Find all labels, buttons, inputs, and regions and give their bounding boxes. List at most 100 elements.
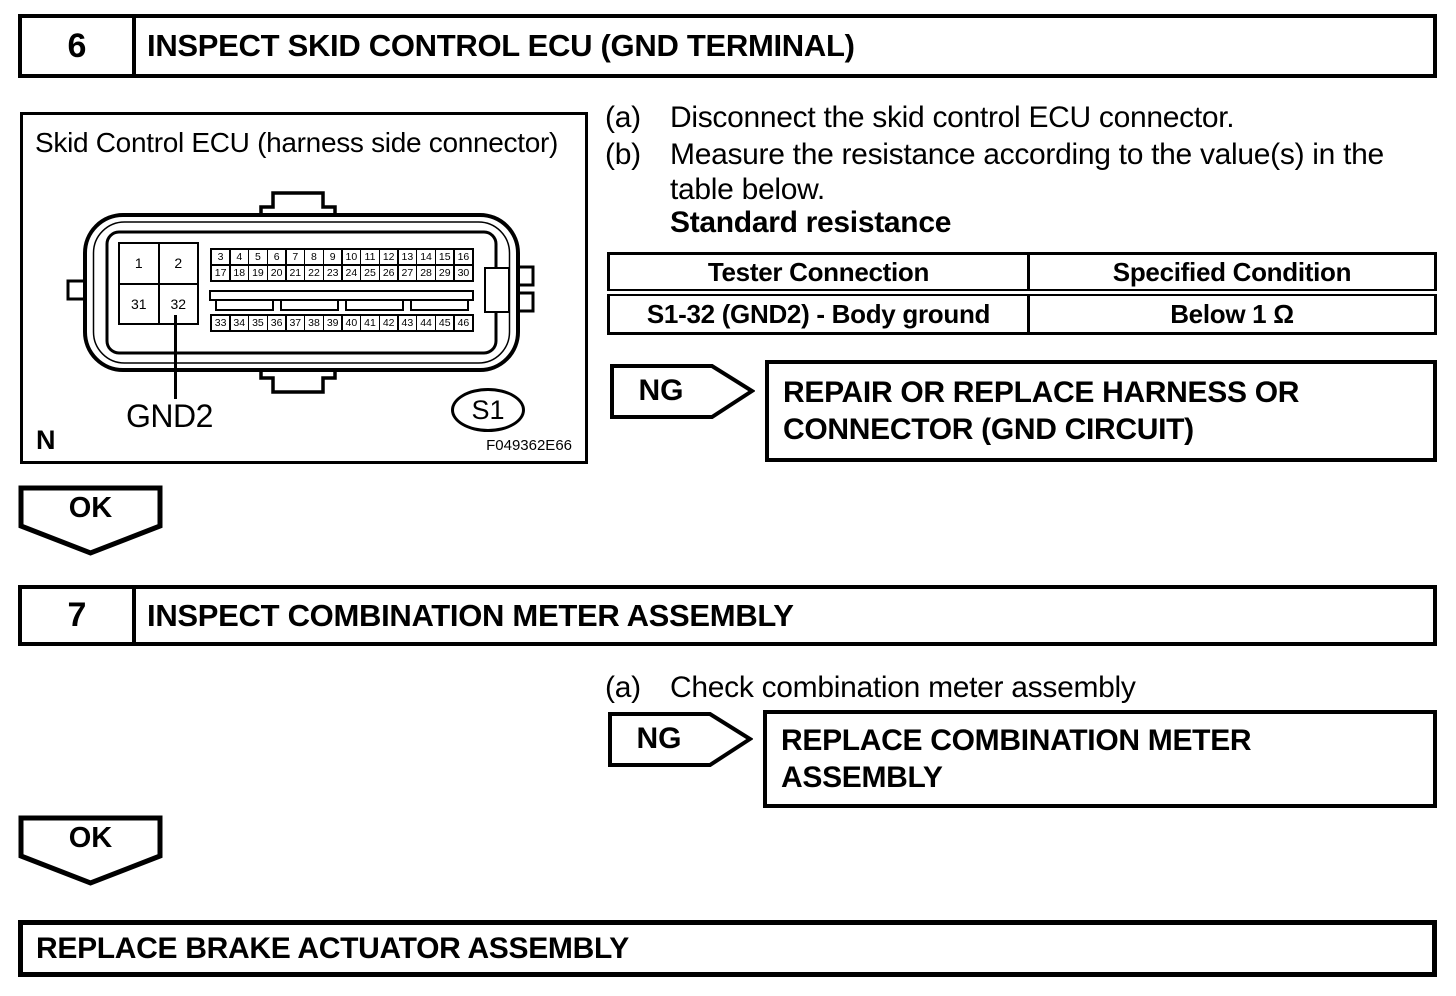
ng-label: NG — [638, 374, 684, 407]
pin-35: 35 — [249, 316, 267, 330]
step7-item-a: (a) Check combination meter assembly — [605, 670, 1136, 705]
pin-24: 24 — [342, 265, 360, 280]
pin-34: 34 — [230, 316, 248, 330]
pin-41: 41 — [361, 316, 379, 330]
step7-title: INSPECT COMBINATION METER ASSEMBLY — [147, 597, 794, 633]
pin-32: 32 — [159, 284, 197, 323]
pin-1: 1 — [120, 244, 158, 283]
pin-19: 19 — [249, 265, 267, 280]
connector-notch — [484, 267, 510, 313]
pin-28: 28 — [417, 265, 435, 280]
ok-label: OK — [68, 492, 113, 524]
pin-17: 17 — [212, 265, 230, 280]
cell-specified-condition: Below 1 Ω — [1027, 291, 1437, 335]
pin-16: 16 — [454, 250, 472, 265]
connector-id-badge: S1 — [451, 388, 525, 432]
ok-arrow-shape — [18, 815, 163, 886]
list-marker: (a) — [605, 671, 641, 704]
pin-27: 27 — [398, 265, 416, 280]
col-header-tester-connection: Tester Connection — [607, 252, 1030, 296]
resistance-spec-table: Tester Connection Specified Condition S1… — [607, 252, 1437, 335]
connector-slot-key-3 — [345, 299, 404, 311]
standard-resistance-heading: Standard resistance — [670, 206, 952, 239]
connector-right-tab-2 — [518, 291, 535, 313]
col-header-specified-condition: Specified Condition — [1027, 252, 1437, 296]
figure-code: F049362E66 — [486, 437, 572, 454]
instruction-text: Measure the resistance according to the … — [670, 138, 1384, 206]
list-marker: (a) — [605, 101, 641, 134]
connector-slot-key-2 — [280, 299, 339, 311]
pin-7: 7 — [286, 250, 304, 265]
ng-label: NG — [636, 722, 682, 755]
final-action-box: REPLACE BRAKE ACTUATOR ASSEMBLY — [18, 920, 1437, 977]
pin-8: 8 — [305, 250, 323, 265]
connector-top-tab — [259, 191, 337, 217]
ng-arrow-shape — [610, 364, 755, 419]
step6-ng-action-box: REPAIR OR REPLACE HARNESS OR CONNECTOR (… — [765, 360, 1437, 462]
figure-corner-label: N — [36, 425, 56, 455]
pin-2: 2 — [159, 244, 197, 283]
instruction-text: Disconnect the skid control ECU connecto… — [670, 101, 1235, 134]
cell-tester-connection: S1-32 (GND2) - Body ground — [607, 291, 1030, 335]
pin-25: 25 — [361, 265, 379, 280]
step7-ng-action-box: REPLACE COMBINATION METER ASSEMBLY — [763, 710, 1437, 808]
pin-45: 45 — [436, 316, 454, 330]
step6-title: INSPECT SKID CONTROL ECU (GND TERMINAL) — [147, 28, 855, 63]
pin-37: 37 — [286, 316, 304, 330]
final-action-text: REPLACE BRAKE ACTUATOR ASSEMBLY — [36, 931, 629, 965]
pin-29: 29 — [436, 265, 454, 280]
ng-action-text: REPLACE COMBINATION METER ASSEMBLY — [781, 724, 1252, 794]
pin-33: 33 — [212, 316, 230, 330]
pin-43: 43 — [398, 316, 416, 330]
pin-30: 30 — [454, 265, 472, 280]
pin-11: 11 — [361, 250, 379, 265]
pin-9: 9 — [324, 250, 342, 265]
table-header-row: Tester Connection Specified Condition — [607, 252, 1437, 296]
step6-item-a: (a) Disconnect the skid control ECU conn… — [605, 100, 1235, 135]
pin-4: 4 — [230, 250, 248, 265]
ok-label: OK — [68, 822, 113, 854]
step6-item-b: (b) Measure the resistance according to … — [605, 137, 1435, 207]
gnd2-callout-line — [174, 315, 177, 399]
pin-20: 20 — [268, 265, 286, 280]
pin-12: 12 — [380, 250, 398, 265]
ng-action-text: REPAIR OR REPLACE HARNESS OR CONNECTOR (… — [783, 376, 1300, 446]
connector-slot-key-4 — [410, 299, 469, 311]
pin-13: 13 — [398, 250, 416, 265]
connector-bottom-tab — [259, 367, 337, 394]
pin-42: 42 — [380, 316, 398, 330]
ok-arrow-step7: OK — [18, 815, 163, 887]
ok-arrow-step6: OK — [18, 485, 163, 557]
ng-arrow-step6: NG — [610, 364, 755, 420]
pin-22: 22 — [305, 265, 323, 280]
instruction-text: Check combination meter assembly — [670, 671, 1136, 704]
pin-39: 39 — [324, 316, 342, 330]
pin-23: 23 — [324, 265, 342, 280]
pin-21: 21 — [286, 265, 304, 280]
figure-title: Skid Control ECU (harness side connector… — [35, 127, 559, 158]
ng-arrow-step7: NG — [608, 712, 753, 768]
connector-right-tab-1 — [518, 265, 535, 287]
pin-3: 3 — [212, 250, 230, 265]
list-marker: (b) — [605, 138, 641, 171]
connector-slot-bar — [209, 290, 474, 301]
connector-slot-key-1 — [215, 299, 274, 311]
table-row: S1-32 (GND2) - Body ground Below 1 Ω — [607, 291, 1437, 335]
pin-26: 26 — [380, 265, 398, 280]
step7-number: 7 — [22, 589, 136, 642]
pin-10: 10 — [342, 250, 360, 265]
connector-left-tab — [66, 279, 85, 301]
pin-6: 6 — [268, 250, 286, 265]
step6-header: 6 INSPECT SKID CONTROL ECU (GND TERMINAL… — [18, 14, 1437, 78]
step6-number: 6 — [22, 18, 136, 74]
pin-36: 36 — [268, 316, 286, 330]
pin-40: 40 — [342, 316, 360, 330]
pin-5: 5 — [249, 250, 267, 265]
pin-15: 15 — [436, 250, 454, 265]
gnd2-label: GND2 — [126, 398, 213, 434]
pin-38: 38 — [305, 316, 323, 330]
pin-18: 18 — [230, 265, 248, 280]
